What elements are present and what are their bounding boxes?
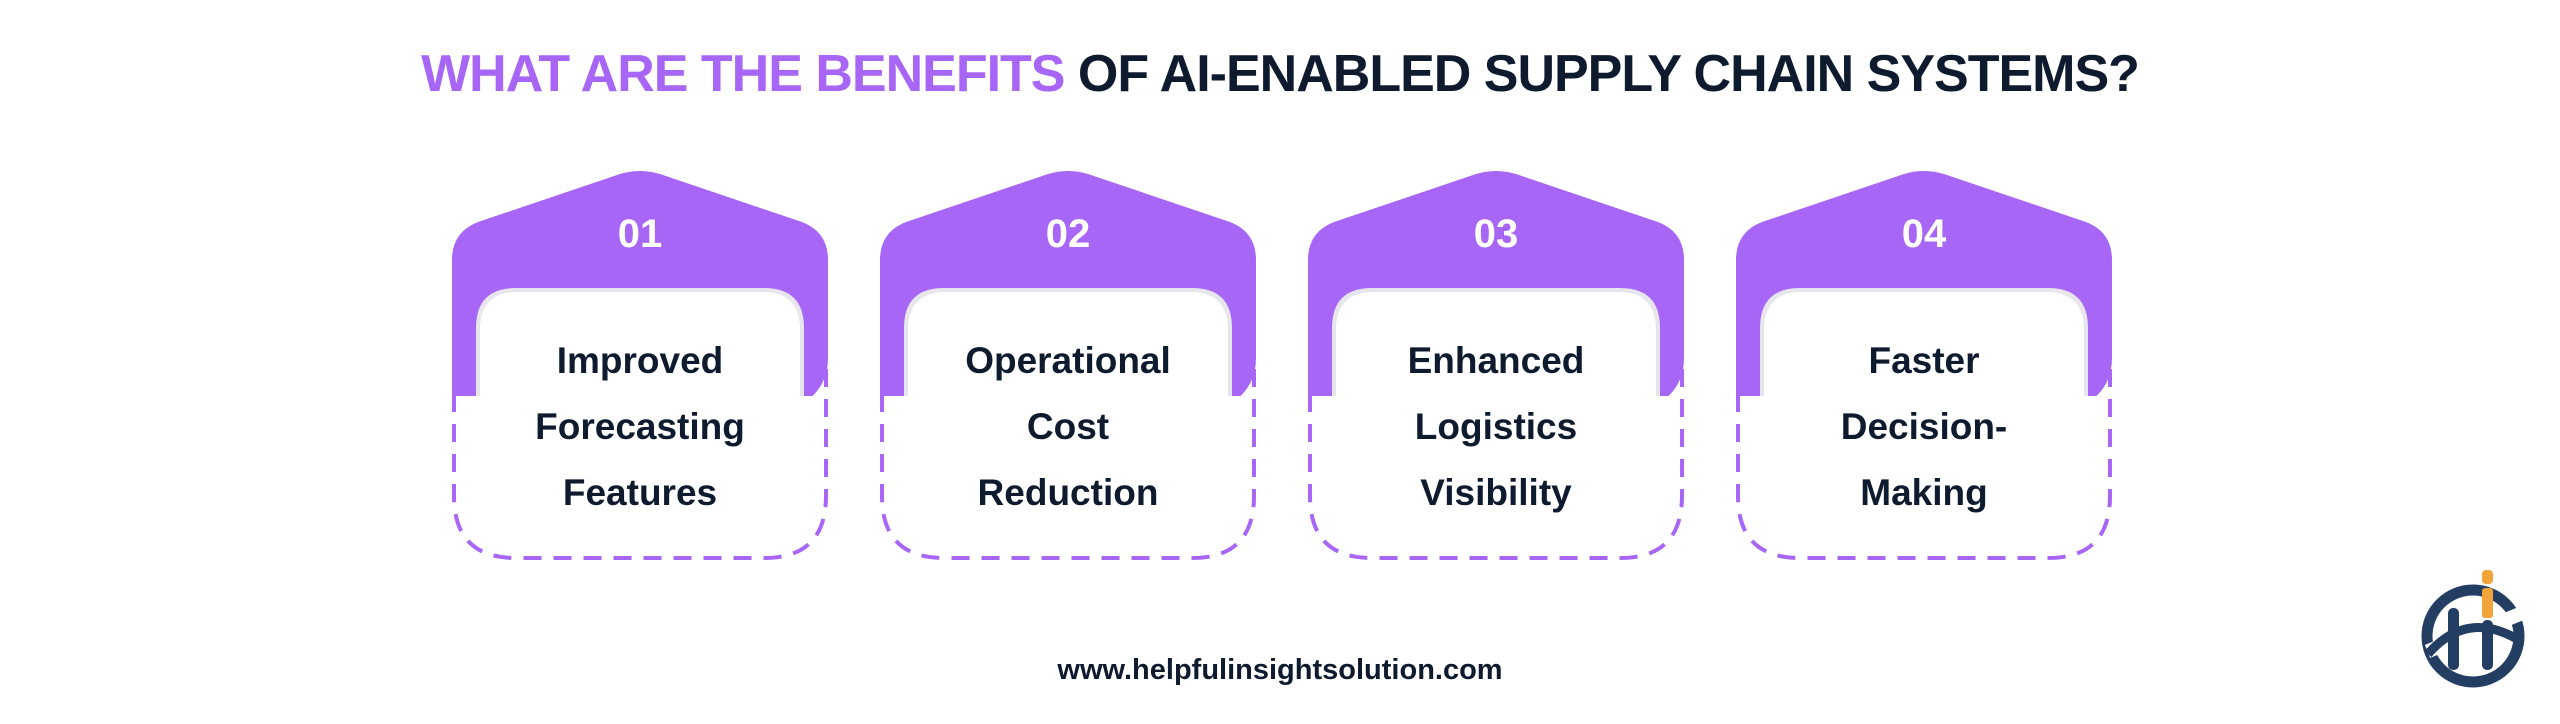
card-label-line: Operational: [965, 340, 1171, 381]
card-shape-icon: [1308, 171, 1684, 564]
card-label-line: Visibility: [1420, 472, 1572, 513]
card-label-line: Improved: [556, 340, 724, 381]
card-label-line: Decision-: [1840, 406, 2008, 447]
card-label-line: Enhanced: [1407, 340, 1585, 381]
card-shape-icon: [1736, 171, 2112, 564]
title-accent: WHAT ARE THE BENEFITS: [421, 45, 1065, 103]
card-label-line: Logistics: [1414, 406, 1578, 447]
card-label-line: Cost: [1026, 406, 1110, 447]
card-label-line: Faster: [1868, 340, 1980, 381]
website-link[interactable]: www.helpfulinsightsolution.com: [1057, 654, 1503, 686]
helpful-insight-logo-icon: [2421, 570, 2525, 688]
card-label: Faster Decision- Making: [1756, 328, 2092, 526]
page-title: WHAT ARE THE BENEFITS OF AI-ENABLED SUPP…: [0, 44, 2560, 104]
card-label: Enhanced Logistics Visibility: [1328, 328, 1664, 526]
benefit-card-4: 04 Faster Decision- Making: [1736, 168, 2112, 564]
card-shape-icon: [880, 171, 1256, 564]
card-label: Operational Cost Reduction: [900, 328, 1236, 526]
card-label-line: Features: [562, 472, 718, 513]
card-number: 01: [617, 212, 663, 256]
card-label-line: Forecasting: [535, 406, 745, 447]
card-number: 03: [1473, 212, 1519, 256]
benefit-card-3: 03 Enhanced Logistics Visibility: [1308, 168, 1684, 564]
card-number: 02: [1045, 212, 1091, 256]
title-rest: OF AI-ENABLED SUPPLY CHAIN SYSTEMS?: [1064, 45, 2140, 103]
card-shape-icon: [452, 171, 828, 564]
benefit-card-1: 01 Improved Forecasting Features: [452, 168, 828, 564]
card-label-line: Reduction: [977, 472, 1159, 513]
card-number: 04: [1901, 212, 1947, 256]
card-label: Improved Forecasting Features: [472, 328, 808, 526]
benefit-card-2: 02 Operational Cost Reduction: [880, 168, 1256, 564]
card-label-line: Making: [1860, 472, 1988, 513]
